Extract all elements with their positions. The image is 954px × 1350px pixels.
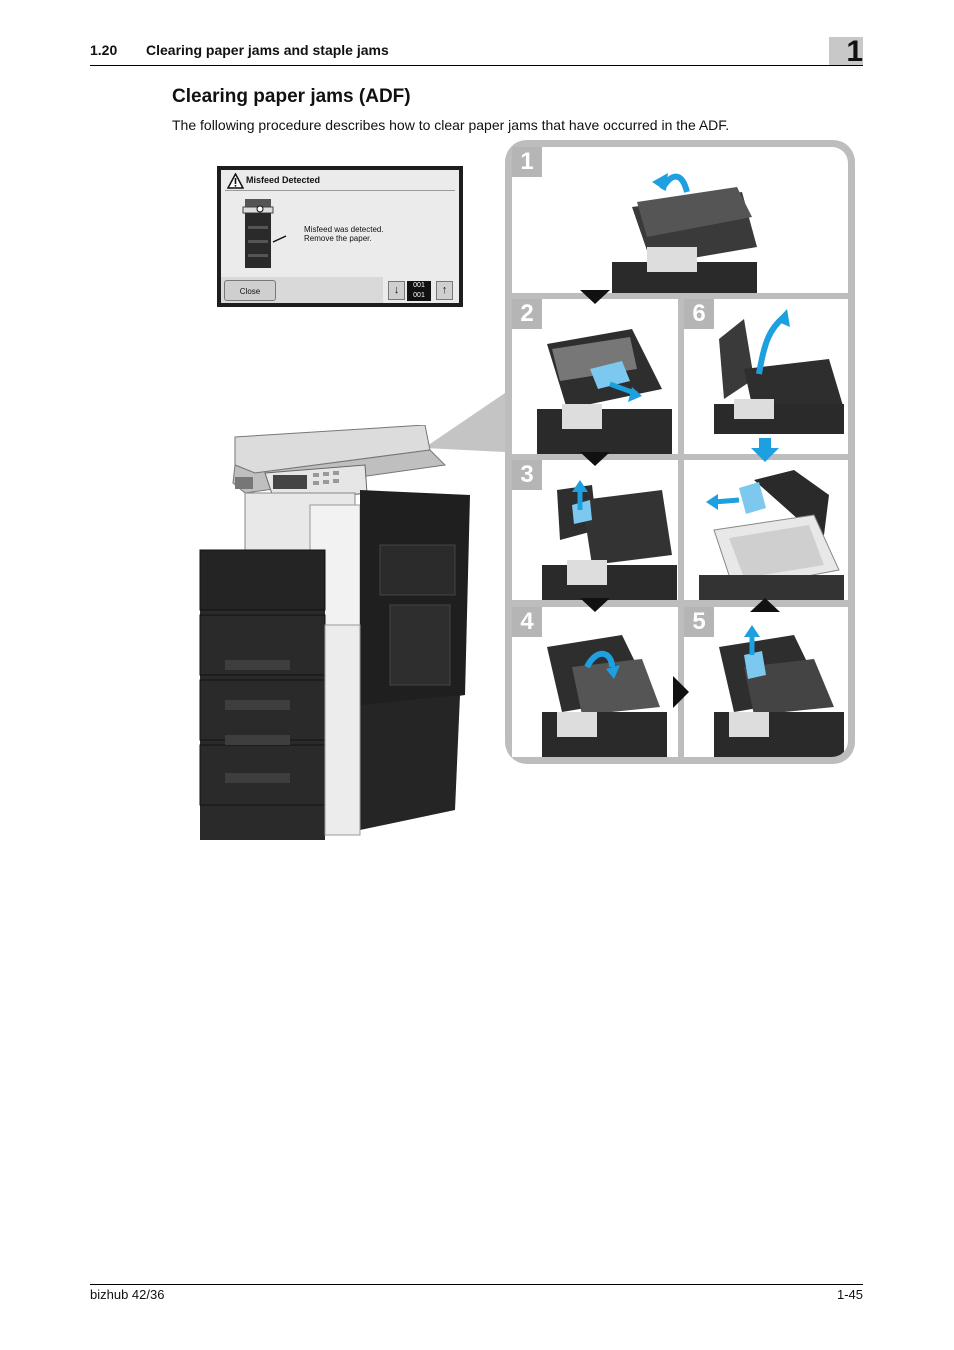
step-6-illustration bbox=[714, 309, 844, 434]
step-number-2: 2 bbox=[512, 299, 542, 329]
step-6b-cell bbox=[684, 460, 848, 600]
step-number-1: 1 bbox=[512, 147, 542, 177]
step-number-3: 3 bbox=[512, 460, 542, 490]
page-counter-total: 001 bbox=[407, 291, 431, 301]
scroll-down-button[interactable]: ↓ bbox=[388, 281, 405, 300]
step-1-illustration bbox=[612, 173, 757, 293]
screen-message-line-1: Misfeed was detected. bbox=[304, 225, 384, 234]
blue-down-arrow-icon bbox=[751, 438, 779, 462]
header-rule bbox=[90, 65, 863, 66]
screen-message-line-2: Remove the paper. bbox=[304, 234, 372, 243]
intro-text: The following procedure describes how to… bbox=[172, 117, 730, 133]
step-4-illustration bbox=[542, 635, 667, 757]
step-number-5: 5 bbox=[684, 607, 714, 637]
step-3-cell bbox=[512, 460, 678, 600]
step-1-cell bbox=[512, 147, 848, 293]
step-5-illustration bbox=[714, 625, 844, 757]
page-number: 1-45 bbox=[836, 1287, 863, 1302]
page-counter-current: 001 bbox=[407, 281, 431, 291]
close-button[interactable]: Close bbox=[224, 280, 276, 301]
step-2-illustration bbox=[537, 329, 672, 454]
flow-arrows bbox=[580, 290, 780, 708]
step-3-illustration bbox=[542, 480, 677, 600]
warning-icon bbox=[227, 173, 244, 189]
copier-illustration bbox=[199, 425, 470, 840]
callout-wedge bbox=[424, 393, 505, 452]
step-4-cell bbox=[512, 607, 678, 757]
step-number-6: 6 bbox=[684, 299, 714, 329]
machine-thumbnail-icon bbox=[242, 199, 287, 268]
chapter-tab bbox=[829, 37, 863, 66]
footer-rule bbox=[90, 1284, 863, 1285]
section-number: 1.20 bbox=[90, 42, 118, 58]
product-name: bizhub 42/36 bbox=[90, 1287, 165, 1302]
page-heading: Clearing paper jams (ADF) bbox=[172, 86, 411, 107]
screen-title: Misfeed Detected bbox=[246, 175, 321, 185]
step-2-cell bbox=[512, 299, 678, 454]
chapter-number: 1 bbox=[846, 35, 863, 68]
screen-title-bar bbox=[225, 172, 455, 191]
section-title: Clearing paper jams and staple jams bbox=[146, 42, 389, 58]
step-6b-illustration bbox=[699, 470, 844, 600]
scroll-up-button[interactable]: ↑ bbox=[436, 281, 453, 300]
step-number-4: 4 bbox=[512, 607, 542, 637]
